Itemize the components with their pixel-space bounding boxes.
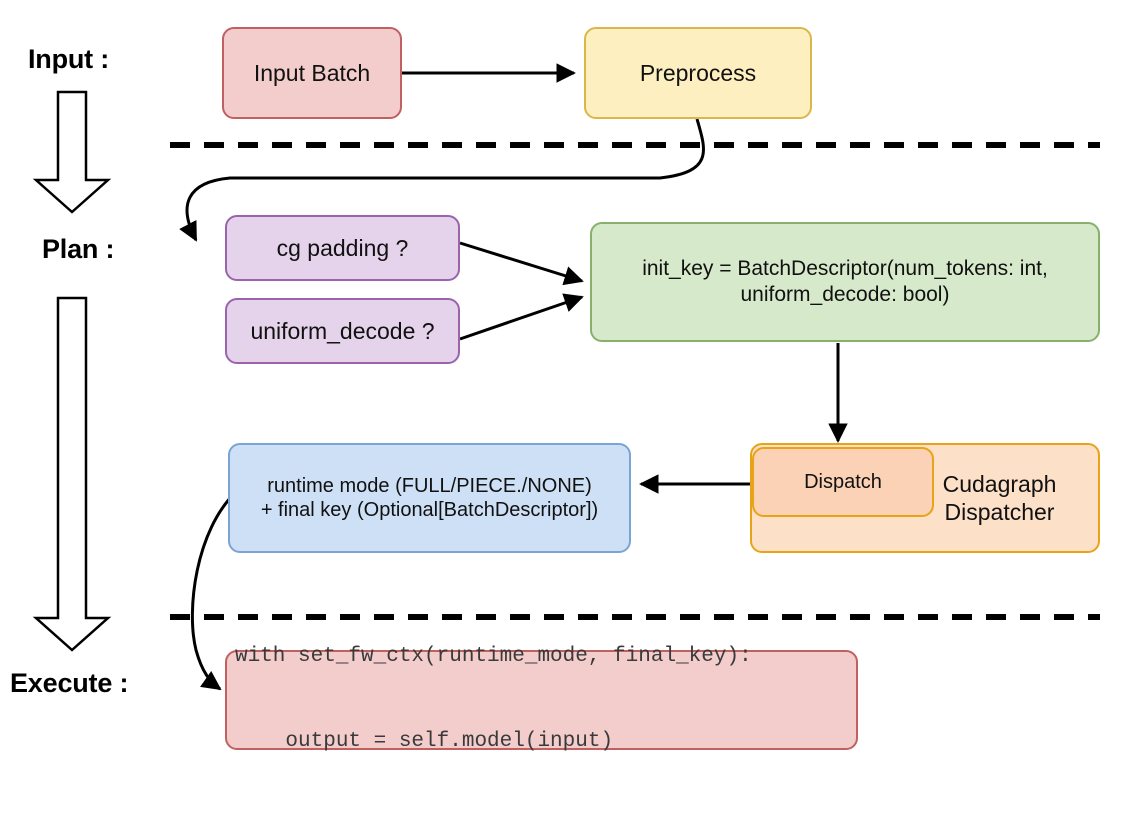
node-runtime-mode-label-line-1: runtime mode (FULL/PIECE./NONE) — [267, 474, 592, 497]
node-input-batch[interactable]: Input Batch — [222, 27, 402, 119]
node-cg-padding-label: cg padding ? — [276, 234, 409, 261]
block-arrow-input-to-plan — [32, 90, 112, 214]
node-cudagraph-dispatcher-label-line-1: Cudagraph — [942, 470, 1057, 497]
node-dispatch[interactable]: Dispatch — [752, 447, 934, 517]
node-input-batch-label: Input Batch — [253, 59, 371, 86]
node-init-key[interactable]: init_key = BatchDescriptor(num_tokens: i… — [590, 222, 1100, 342]
node-uniform-decode[interactable]: uniform_decode ? — [225, 298, 460, 364]
node-execute-code-line-1: with set_fw_ctx(runtime_mode, final_key)… — [235, 645, 752, 669]
stage-label-input: Input : — [28, 44, 110, 74]
node-init-key-label-line-2: uniform_decode: bool) — [740, 283, 950, 306]
node-cudagraph-dispatcher-label-line-2: Dispatcher — [944, 499, 1055, 525]
node-uniform-decode-label: uniform_decode ? — [250, 317, 435, 344]
node-runtime-mode-label-line-2: + final key (Optional[BatchDescriptor]) — [260, 499, 599, 521]
diagram-canvas: Input : Plan : Execute : Input Batch Pre… — [10, 27, 1100, 754]
node-preprocess[interactable]: Preprocess — [584, 27, 812, 119]
node-execute-code-line-2: output = self.model(input) — [235, 730, 614, 754]
block-arrow-plan-to-execute — [32, 296, 112, 652]
connector-cg-padding-to-init-key — [459, 241, 584, 286]
stage-label-execute: Execute : — [10, 668, 129, 698]
node-execute-code[interactable]: with set_fw_ctx(runtime_mode, final_key)… — [225, 645, 858, 753]
node-preprocess-label: Preprocess — [639, 59, 757, 86]
connector-uniform-decode-to-init-key — [459, 293, 584, 341]
node-runtime-mode[interactable]: runtime mode (FULL/PIECE./NONE) + final … — [228, 443, 631, 553]
node-init-key-label-line-1: init_key = BatchDescriptor(num_tokens: i… — [642, 257, 1048, 281]
node-cg-padding[interactable]: cg padding ? — [225, 215, 460, 281]
node-dispatch-label: Dispatch — [804, 470, 882, 493]
stage-label-plan: Plan : — [42, 234, 115, 264]
